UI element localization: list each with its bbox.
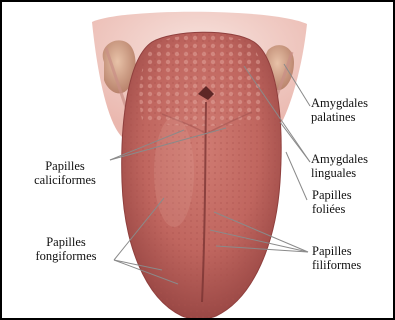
label-line: palatines — [311, 110, 368, 124]
label-line: Papilles — [312, 188, 352, 202]
label-line: foliées — [312, 202, 352, 216]
label-line: Papilles — [18, 235, 114, 249]
label-line: Amygdales — [311, 96, 368, 110]
label-amygdales-palatines: Amygdales palatines — [311, 96, 368, 124]
label-amygdales-linguales: Amygdales linguales — [311, 152, 368, 180]
label-papilles-fongiformes: Papilles fongiformes — [18, 235, 114, 263]
label-papilles-caliciformes: Papilles caliciformes — [20, 159, 110, 187]
label-papilles-foliees: Papilles foliées — [312, 188, 352, 216]
label-line: Amygdales — [311, 152, 368, 166]
label-papilles-filiformes: Papilles filiformes — [312, 244, 361, 272]
label-line: Papilles — [312, 244, 361, 258]
label-line: caliciformes — [20, 173, 110, 187]
label-line: linguales — [311, 166, 368, 180]
label-line: Papilles — [20, 159, 110, 173]
label-line: fongiformes — [18, 249, 114, 263]
label-line: filiformes — [312, 258, 361, 272]
